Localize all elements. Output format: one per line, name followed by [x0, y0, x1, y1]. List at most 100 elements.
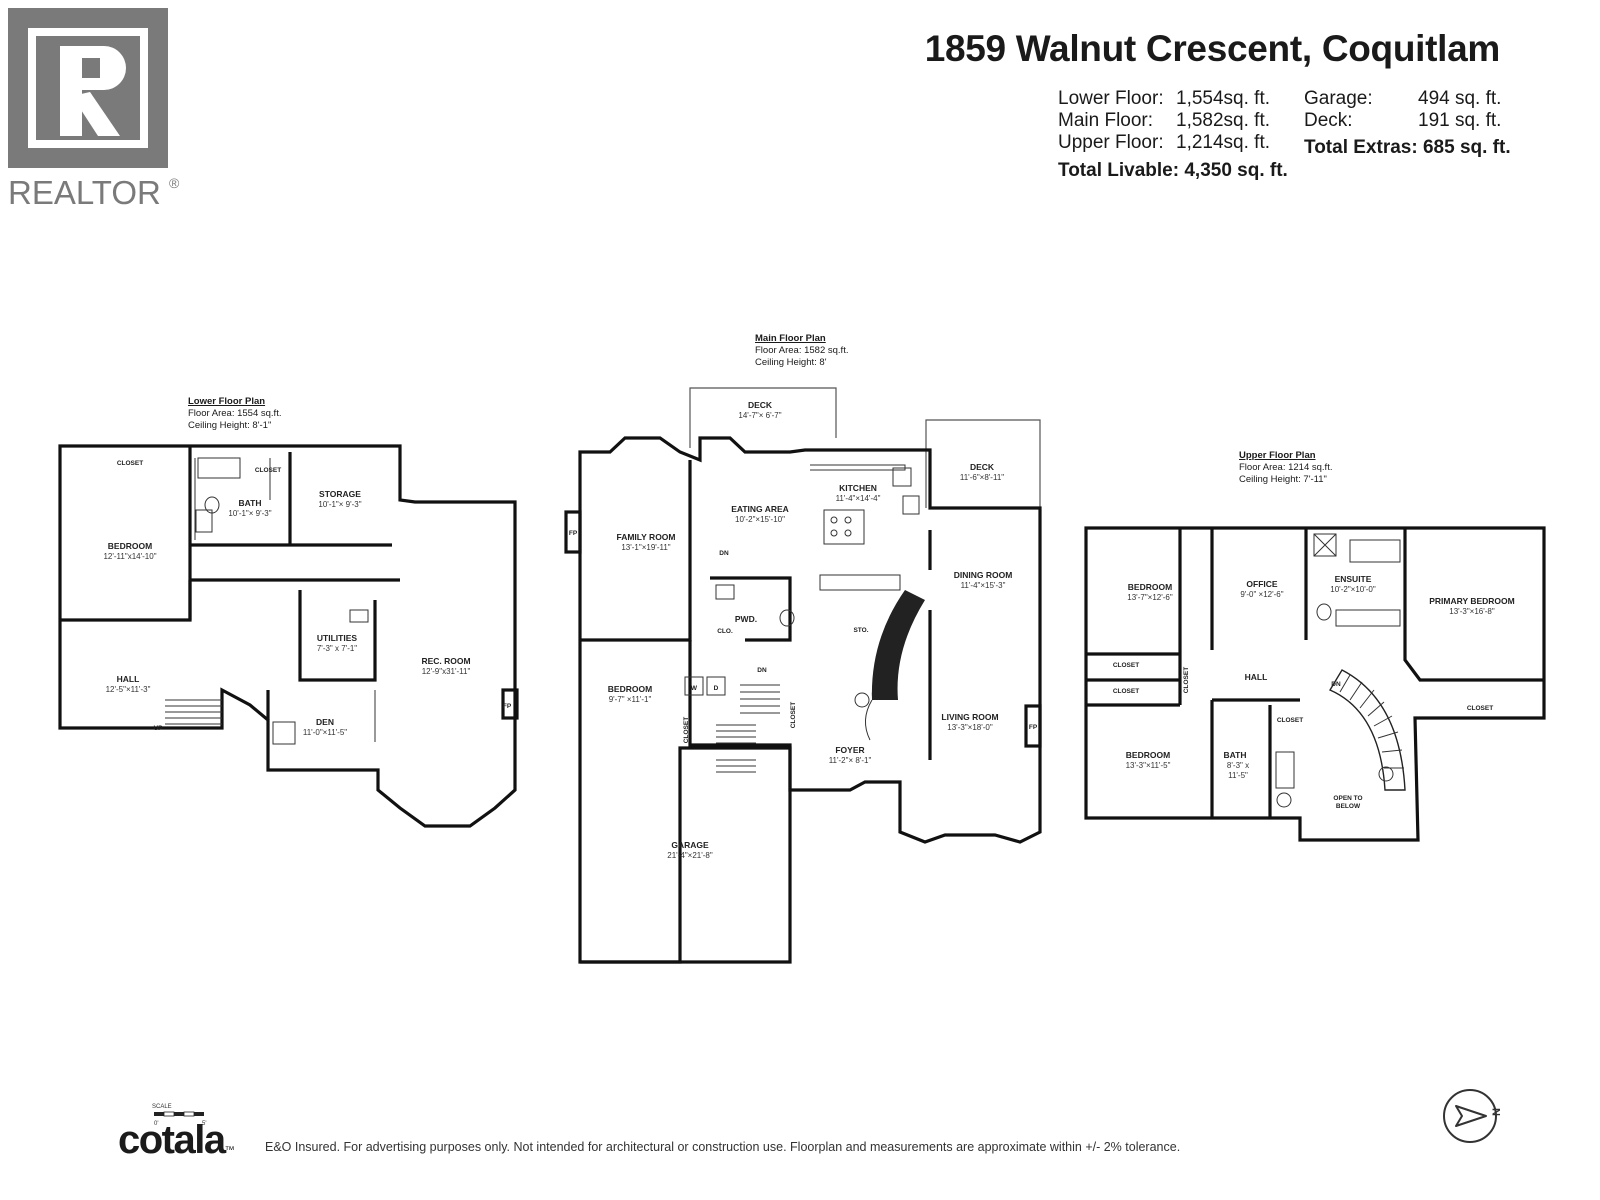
lower-bedroom-name: BEDROOM [108, 541, 152, 551]
area-total-livable-label: Total Livable: [1058, 160, 1180, 181]
area-main: Main Floor:1,582sq. ft. [1058, 110, 1270, 132]
ensuite-vanity-icon [1335, 609, 1401, 627]
area-total-livable-value: 4,350 sq. ft. [1184, 160, 1288, 181]
area-deck: Deck: 191 sq. ft. [1304, 110, 1501, 132]
lower-den-name: DEN [316, 717, 334, 727]
scale-label: SCALE [152, 1104, 172, 1110]
lower-sink-icon [195, 509, 213, 533]
area-lower: Lower Floor:1,554sq. ft. [1058, 88, 1270, 110]
area-lower-label: Lower Floor: [1058, 88, 1164, 109]
upper-bedroom1-dim: 13'-7"×12'-6" [1127, 593, 1173, 602]
upper-plan-heading: Upper Floor Plan Floor Area: 1214 sq.ft.… [1239, 450, 1332, 486]
area-total-extras: Total Extras: 685 sq. ft. [1304, 137, 1511, 159]
main-curved-stair-icon [871, 590, 925, 700]
open-below-line2: BELOW [1336, 803, 1361, 810]
lower-bath-dim: 10'-1"× 9'-3" [228, 509, 271, 518]
ensuite-name: ENSUITE [1335, 574, 1372, 584]
sto-label: STO. [853, 627, 868, 634]
eating-area-dim: 10'-2"×15'-10" [735, 515, 785, 524]
living-room-name: LIVING ROOM [941, 712, 998, 722]
lower-floor-plan: FP CLOSET CLOSET BATH 10'-1"× 9'-3" STOR… [58, 444, 519, 828]
lower-up-label: UP [153, 725, 163, 732]
kitchen-sink-icon [892, 467, 912, 487]
area-total-extras-label: Total Extras: [1304, 137, 1418, 158]
main-up-label: UP [871, 692, 881, 699]
primary-bedroom-dim: 13'-3"×16'-8" [1449, 607, 1495, 616]
area-upper-label: Upper Floor: [1058, 132, 1164, 153]
area-deck-value: 191 sq. ft. [1418, 110, 1502, 131]
area-lower-value: 1,554 [1176, 88, 1224, 109]
upper-bath-name: BATH [1224, 750, 1247, 760]
lower-plan-area: Floor Area: 1554 sq.ft. [188, 408, 282, 419]
main-closet-label: CLOSET [790, 702, 797, 728]
family-room-name: FAMILY ROOM [616, 532, 675, 542]
area-total-livable: Total Livable: 4,350 sq. ft. [1058, 160, 1288, 182]
lower-bathtub-icon [197, 457, 241, 479]
lower-fireplace-icon [501, 688, 519, 720]
area-main-value: 1,582 [1176, 110, 1224, 131]
upper-closet5-label: CLOSET [1467, 705, 1493, 712]
registered-mark: ® [169, 175, 180, 191]
living-room-dim: 13'-3"×18'-0" [947, 723, 993, 732]
main-fireplace-left-icon [564, 510, 582, 554]
realtor-logo: REALTOR ® [8, 8, 184, 220]
family-room-dim: 13'-1"×19'-11" [621, 543, 670, 552]
upper-floor-plan: BEDROOM 13'-7"×12'-6" OFFICE 9'-0" ×12'-… [1084, 526, 1546, 842]
main-dn-label: DN [719, 550, 729, 557]
main-fp-left-label: FP [569, 530, 578, 537]
garage-dim: 21'-4"×21'-8" [667, 851, 713, 860]
lower-hall-dim: 12'-5"×11'-3" [106, 685, 151, 694]
deck1-dim: 14'-7"× 6'-7" [738, 411, 781, 420]
upper-dn-label: DN [1331, 681, 1341, 688]
main-plan-ceiling: Ceiling Height: 8' [755, 357, 827, 368]
lower-closet2-label: CLOSET [255, 467, 281, 474]
lower-plan-ceiling: Ceiling Height: 8'-1" [188, 420, 272, 431]
upper-closet3-label: CLOSET [1183, 667, 1190, 693]
lower-panel-icon [349, 609, 369, 623]
kitchen-name: KITCHEN [839, 483, 877, 493]
lower-heater-icon [272, 721, 296, 745]
washer-icon [684, 676, 704, 696]
realtor-wordmark: REALTOR [8, 174, 161, 211]
scale-bar: SCALE 0' 5' [152, 1104, 206, 1127]
lower-bath-name: BATH [239, 498, 262, 508]
upper-closet1-label: CLOSET [1113, 662, 1139, 669]
ensuite-shower-icon [1313, 533, 1337, 557]
upper-bedroom2-name: BEDROOM [1126, 750, 1170, 760]
cotala-wordmark: cotala [118, 1118, 226, 1162]
lower-bedroom-dim: 12'-11"x14'-10" [103, 552, 156, 561]
lower-rec-room-name: REC. ROOM [421, 656, 470, 666]
primary-bedroom-name: PRIMARY BEDROOM [1429, 596, 1514, 606]
kitchen-island-icon [823, 509, 865, 545]
lower-hall-name: HALL [117, 674, 140, 684]
property-title: 1859 Walnut Crescent, Coquitlam [924, 28, 1501, 69]
office-dim: 9'-0" ×12'-6" [1240, 590, 1283, 599]
main-plan-title: Main Floor Plan [755, 333, 826, 344]
upper-bedroom2-dim: 13'-3"×11'-5" [1126, 761, 1171, 770]
dining-room-dim: 11'-4"×15'-3" [961, 581, 1006, 590]
lower-closet1-label: CLOSET [117, 460, 143, 467]
lower-fp-label: FP [503, 703, 512, 710]
main-bedroom-dim: 9'-7" ×11'-1" [609, 695, 652, 704]
scale-max: 5' [202, 1121, 206, 1127]
main-fp-right-label: FP [1029, 724, 1038, 731]
disclaimer: E&O Insured. For advertising purposes on… [265, 1140, 1181, 1154]
upper-hall-label: HALL [1245, 672, 1268, 682]
area-deck-label: Deck: [1304, 110, 1353, 131]
area-total-extras-value: 685 sq. ft. [1422, 137, 1511, 158]
cotala-tm: ™ [224, 1145, 235, 1156]
clo-label: CLO. [717, 628, 733, 635]
dryer-label: D [714, 685, 719, 692]
upper-bathtub-icon [1275, 751, 1295, 789]
main-fireplace-right-icon [1024, 704, 1042, 748]
upper-bedroom1-name: BEDROOM [1128, 582, 1172, 592]
foyer-dim: 11'-2"× 8'-1" [829, 756, 872, 765]
main-bedroom-name: BEDROOM [608, 684, 652, 694]
upper-bath-dim2: 11'-5" [1228, 771, 1248, 780]
kitchen-appliance-icon [902, 495, 920, 515]
kitchen-dim: 11'-4"×14'-4" [836, 494, 881, 503]
dining-room-name: DINING ROOM [954, 570, 1013, 580]
upper-closet2-label: CLOSET [1113, 688, 1139, 695]
cotala-logo: cotala™ [118, 1118, 235, 1163]
